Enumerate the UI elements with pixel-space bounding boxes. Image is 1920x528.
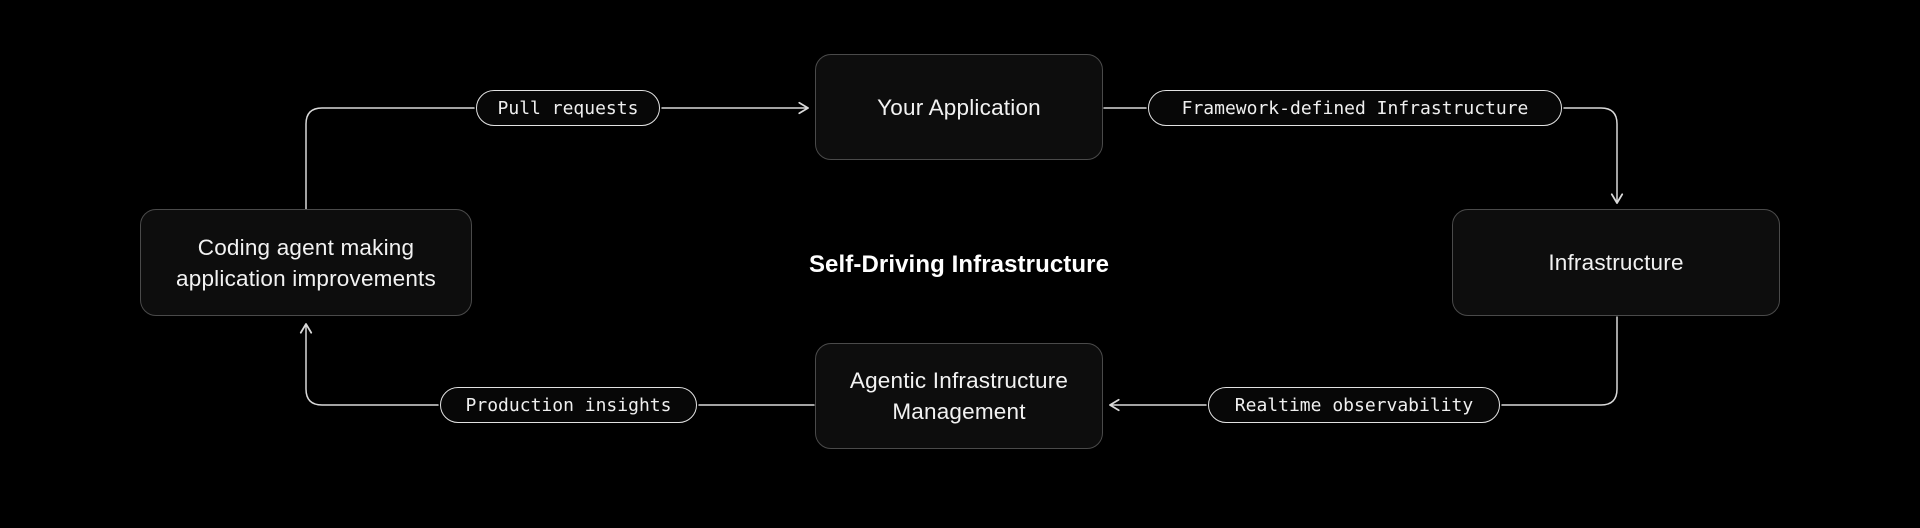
node-infrastructure-label: Infrastructure <box>1548 250 1684 275</box>
edge-pull-requests-line-start <box>305 107 475 210</box>
node-agentic-infrastructure-management-label: Agentic Infrastructure Management <box>849 368 1069 424</box>
edge-label-production-insights: Production insights <box>440 387 697 423</box>
node-coding-agent: Coding agent making application improvem… <box>140 209 472 316</box>
edge-production-line-end <box>299 323 439 406</box>
edge-label-pull-requests-text: Pull requests <box>497 97 639 119</box>
node-infrastructure: Infrastructure <box>1452 209 1780 316</box>
diagram-title: Self-Driving Infrastructure <box>808 251 1110 278</box>
edge-label-realtime-observability: Realtime observability <box>1208 387 1500 423</box>
node-your-application: Your Application <box>815 54 1103 160</box>
edge-label-realtime-observability-text: Realtime observability <box>1234 394 1474 416</box>
edge-framework-line-end <box>1563 107 1624 204</box>
node-your-application-label: Your Application <box>877 94 1041 120</box>
edge-label-pull-requests: Pull requests <box>476 90 660 126</box>
node-coding-agent-label: Coding agent making application improvem… <box>176 234 436 291</box>
edge-realtime-line-start <box>1501 316 1618 406</box>
edge-label-production-insights-text: Production insights <box>465 394 672 416</box>
node-agentic-infrastructure-management: Agentic Infrastructure Management <box>815 343 1103 449</box>
edge-label-framework-defined-infrastructure-text: Framework-defined Infrastructure <box>1181 97 1529 119</box>
edge-label-framework-defined-infrastructure: Framework-defined Infrastructure <box>1148 90 1562 126</box>
